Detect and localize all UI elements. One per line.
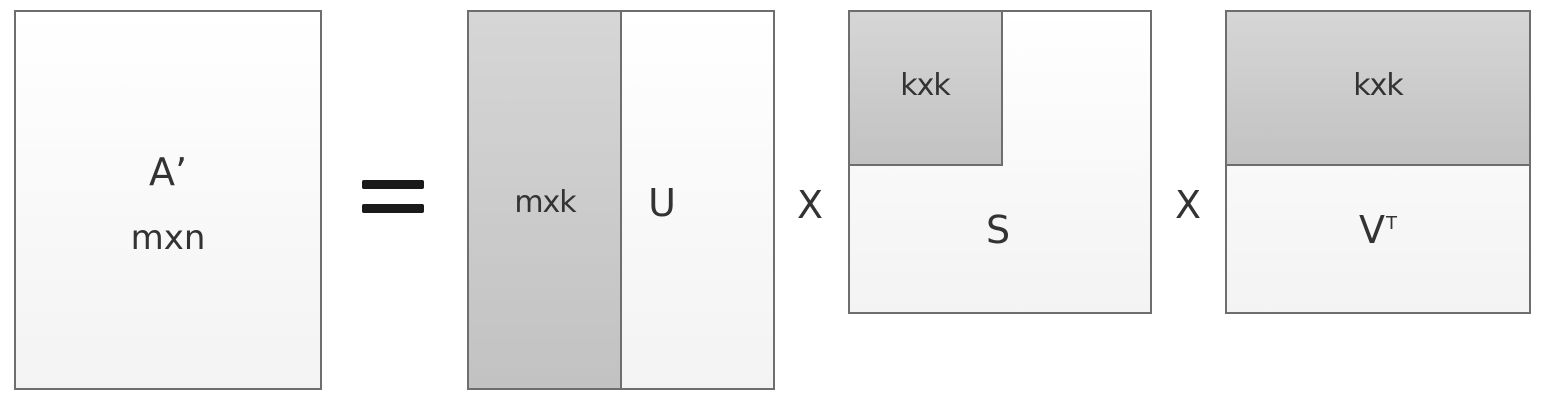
matrix-u-truncated-block [467, 10, 622, 390]
matrix-v-truncated-block [1225, 10, 1531, 166]
matrix-u-name: U [648, 181, 676, 225]
matrix-v-name: VT [1359, 211, 1397, 249]
matrix-a [14, 10, 322, 390]
matrix-s-block-label: kxk [900, 68, 950, 103]
matrix-s-truncated-block [848, 10, 1003, 166]
matrix-v-transpose-superscript: T [1386, 213, 1397, 235]
equals-sign-bottom-bar [362, 204, 424, 213]
matrix-a-dims: mxn [130, 218, 206, 258]
matrix-a-name: A’ [148, 150, 188, 194]
multiply-operator-2: X [1174, 183, 1202, 227]
matrix-v-block-label: kxk [1353, 68, 1403, 103]
matrix-v-letter: V [1359, 208, 1385, 252]
matrix-s-name: S [985, 208, 1011, 252]
matrix-u-block-label: mxk [514, 185, 576, 220]
equals-sign-top-bar [362, 180, 424, 189]
multiply-operator-1: X [796, 183, 824, 227]
